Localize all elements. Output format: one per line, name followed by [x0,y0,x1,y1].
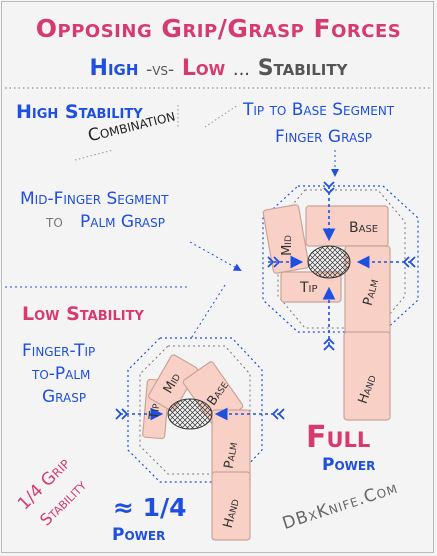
high-seg-mid: Mid [279,235,295,256]
diagram-subtitle: High -vs- Low ... Stability [0,56,437,81]
quarter-power-small: Power [112,525,166,545]
mid-finger-line2: Palm Grasp [80,212,165,232]
subtitle-high: High [89,56,139,81]
high-stability-heading: High Stability [16,101,143,123]
full-power-small: Power [322,455,376,475]
low-seg-tip: Tip [146,402,164,421]
high-hand-shape [262,204,391,421]
subtitle-low: Low [181,56,226,81]
high-arrow-chevrons [267,181,416,351]
low-desc-line3: Grasp [42,387,87,407]
diagram-title: Opposing Grip/Grasp Forces [35,14,402,43]
high-seg-base: Base [349,220,379,236]
subtitle-dots: ... [232,59,251,80]
high-force-arrows [268,186,411,345]
low-stability-octagon [127,337,263,483]
mid-finger-to: to [46,212,63,232]
low-desc-line2: to-Palm [32,364,91,384]
high-hand-segment [343,331,391,421]
subtitle-stability: Stability [257,56,348,81]
high-object-mesh [307,245,351,279]
tip-to-base-line2: Finger Grasp [275,127,373,147]
tip-to-base-line1: Tip to Base Segment [243,100,395,120]
leader-low [189,284,226,341]
low-desc-line1: Finger-Tip [22,341,96,361]
leader-combination-right [204,104,239,128]
leader-mid-finger [189,241,242,271]
low-hand-segment [211,471,251,541]
low-stability-heading: Low Stability [22,303,144,325]
mid-finger-line1: Mid-Finger Segment [20,189,169,209]
low-arrow-chevrons [115,408,285,420]
high-seg-tip: Tip [300,280,318,296]
low-object-mesh [167,398,213,430]
quarter-power-approx: ≈ 1/4 [113,493,187,522]
full-power-big: Full [306,420,371,455]
leader-combination-left [74,149,114,161]
low-hand-shape [142,354,251,541]
subtitle-vs: -vs- [146,60,175,80]
low-mid-segment [148,354,198,412]
